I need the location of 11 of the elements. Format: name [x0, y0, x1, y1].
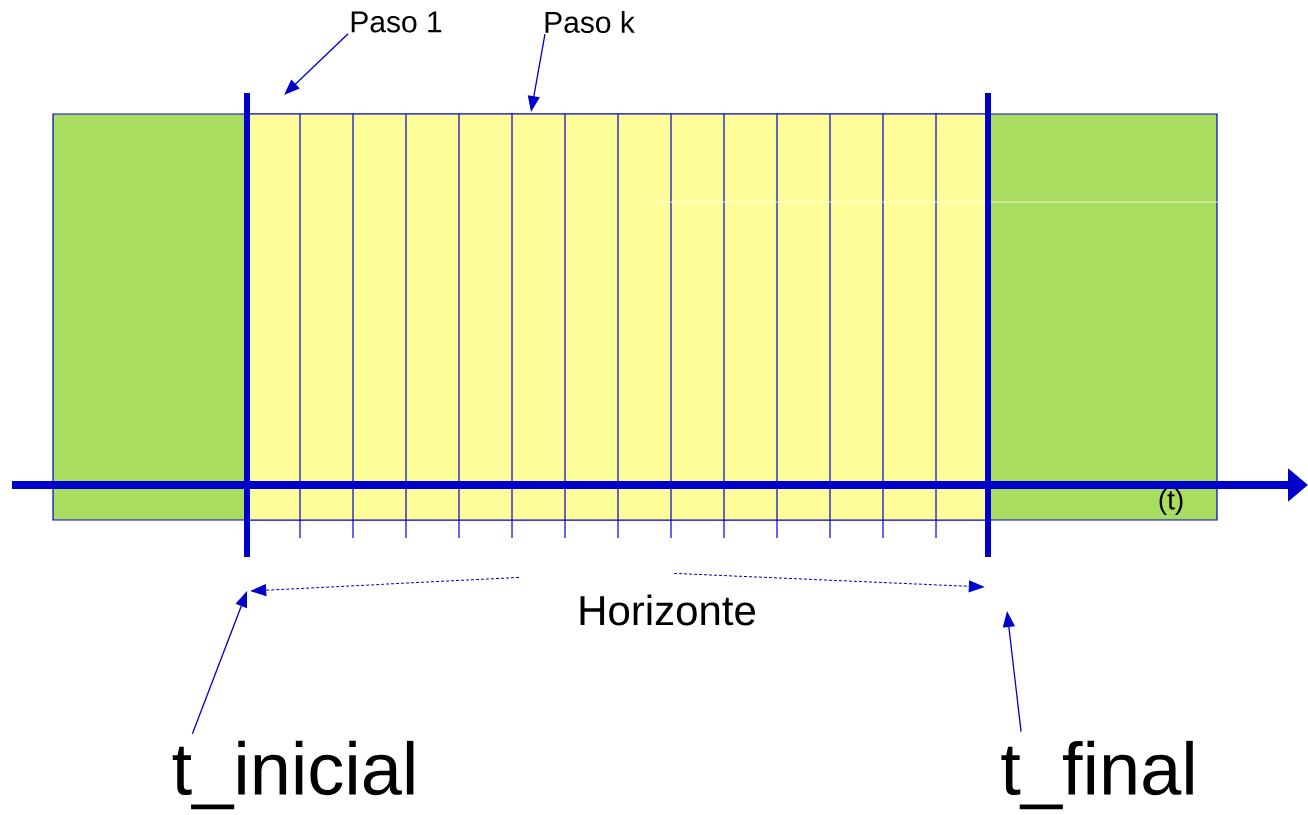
dashed-arrow	[251, 576, 520, 597]
time-label: t_final	[1001, 740, 1193, 810]
step-label: Paso 1	[351, 11, 442, 33]
horizon-label: Horizonte	[580, 594, 755, 626]
time-label: t_inicial	[172, 740, 414, 810]
time-marker-bar	[985, 93, 991, 557]
axis-label: (t)	[1159, 489, 1183, 516]
dashed-arrow	[673, 572, 984, 593]
time-marker-bar	[244, 93, 250, 557]
step-label: Paso k	[545, 11, 635, 34]
arrow	[284, 33, 349, 95]
